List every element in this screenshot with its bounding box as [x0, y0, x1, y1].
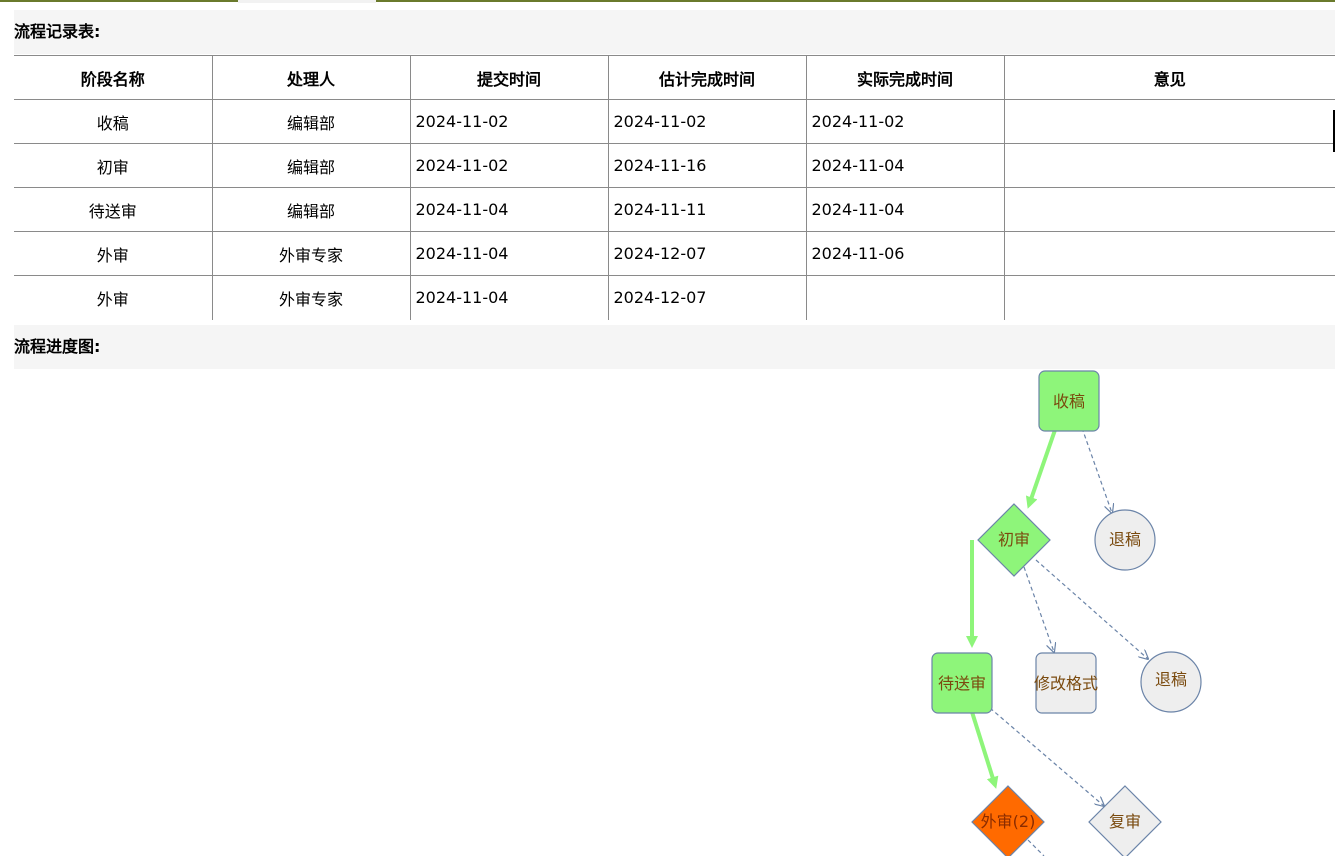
node-label-initial-review: 初审	[998, 530, 1030, 549]
cell-submit-time: 2024-11-04	[409, 275, 608, 320]
node-border-re-review	[1088, 785, 1162, 856]
node-label-external-review: 外审(2)	[981, 812, 1036, 831]
node-shape-reject-2	[1141, 652, 1201, 712]
cell-estimated-time: 2024-12-07	[607, 231, 806, 276]
cell-opinion	[1003, 187, 1335, 232]
node-shape-external-review	[972, 786, 1044, 856]
header-estimated-time: 估计完成时间	[607, 55, 806, 100]
cell-submit-time: 2024-11-02	[409, 99, 608, 144]
header-actual-time: 实际完成时间	[805, 55, 1004, 100]
edge-send-pending-to-external-review	[970, 711, 999, 789]
node-shape-modify-format	[1036, 653, 1096, 713]
process-record-table: 阶段名称 处理人 提交时间 估计完成时间 实际完成时间 意见 收稿 编辑部 20…	[14, 55, 1335, 320]
cell-estimated-time: 2024-11-16	[607, 143, 806, 188]
cell-handler: 编辑部	[211, 143, 410, 188]
cell-submit-time: 2024-11-04	[409, 187, 608, 232]
cell-estimated-time: 2024-12-07	[607, 275, 806, 320]
cell-actual-time: 2024-11-04	[805, 143, 1004, 188]
flow-node-external-review[interactable]: 外审(2)	[971, 785, 1045, 856]
header-handler: 处理人	[211, 55, 410, 100]
flow-node-initial-review[interactable]: 初审	[977, 503, 1051, 577]
node-shape-reject-1	[1095, 510, 1155, 570]
edge-receive-to-initial-review	[1025, 429, 1057, 509]
edge-initial-review-to-reject	[1035, 559, 1148, 659]
cell-estimated-time: 2024-11-02	[607, 99, 806, 144]
cell-stage: 外审	[14, 231, 212, 276]
node-label-re-review: 复审	[1109, 812, 1141, 831]
node-label-reject-2: 退稿	[1155, 670, 1187, 689]
cell-actual-time	[805, 275, 1004, 320]
table-row: 收稿 编辑部 2024-11-02 2024-11-02 2024-11-02	[14, 99, 1335, 144]
node-label-receive: 收稿	[1053, 392, 1085, 411]
node-shape-send-pending	[932, 653, 992, 713]
cell-stage: 外审	[14, 275, 212, 320]
node-border-receive	[1038, 370, 1100, 432]
cell-stage: 初审	[14, 143, 212, 188]
cell-handler: 编辑部	[211, 187, 410, 232]
edge-initial-review-to-modify-format	[1023, 566, 1054, 652]
node-border-reject-2	[1140, 651, 1202, 713]
record-section-title: 流程记录表:	[14, 10, 1335, 54]
cell-opinion	[1003, 143, 1335, 188]
cell-handler: 编辑部	[211, 99, 410, 144]
flow-node-receive[interactable]: 收稿	[1038, 370, 1100, 432]
node-border-send-pending	[931, 652, 993, 714]
header-opinion: 意见	[1003, 55, 1335, 100]
cell-handler: 外审专家	[211, 275, 410, 320]
cell-actual-time: 2024-11-04	[805, 187, 1004, 232]
flow-node-reject-1[interactable]: 退稿	[1094, 509, 1156, 571]
node-border-reject-1	[1094, 509, 1156, 571]
node-border-external-review	[971, 785, 1045, 856]
edge-receive-to-reject	[1081, 427, 1112, 513]
cell-stage: 收稿	[14, 99, 212, 144]
header-submit-time: 提交时间	[409, 55, 608, 100]
cell-stage: 待送审	[14, 187, 212, 232]
top-border	[0, 0, 1335, 2]
cell-submit-time: 2024-11-04	[409, 231, 608, 276]
header-stage-name: 阶段名称	[14, 55, 212, 100]
flow-node-modify-format[interactable]: 修改格式	[1034, 652, 1098, 714]
cell-estimated-time: 2024-11-11	[607, 187, 806, 232]
flow-node-send-pending[interactable]: 待送审	[931, 652, 993, 714]
edge-external-review-continue	[1027, 839, 1045, 856]
node-border-modify-format	[1035, 652, 1097, 714]
active-tab-indicator	[238, 0, 376, 3]
cell-submit-time: 2024-11-02	[409, 143, 608, 188]
flow-node-re-review[interactable]: 复审	[1088, 785, 1162, 856]
cell-actual-time: 2024-11-06	[805, 231, 1004, 276]
cell-actual-time: 2024-11-02	[805, 99, 1004, 144]
table-row: 初审 编辑部 2024-11-02 2024-11-16 2024-11-04	[14, 143, 1335, 188]
table-row: 外审 外审专家 2024-11-04 2024-12-07 2024-11-06	[14, 231, 1335, 276]
cell-handler: 外审专家	[211, 231, 410, 276]
node-shape-receive	[1039, 371, 1099, 431]
cell-opinion	[1003, 99, 1335, 144]
node-border-initial-review	[977, 503, 1051, 577]
cell-opinion	[1003, 231, 1335, 276]
table-row: 待送审 编辑部 2024-11-04 2024-11-11 2024-11-04	[14, 187, 1335, 232]
progress-section-title: 流程进度图:	[14, 325, 1335, 369]
process-flow-chart: 收稿 退稿 初审 待送审 修改格式 退稿 外审(2) 复审	[931, 370, 1202, 856]
cell-opinion	[1003, 275, 1335, 320]
table-header-row: 阶段名称 处理人 提交时间 估计完成时间 实际完成时间 意见	[14, 55, 1335, 100]
node-label-modify-format: 修改格式	[1034, 674, 1098, 693]
flow-node-reject-2[interactable]: 退稿	[1140, 651, 1202, 713]
node-label-send-pending: 待送审	[938, 674, 986, 693]
table-row: 外审 外审专家 2024-11-04 2024-12-07	[14, 275, 1335, 320]
node-label-reject-1: 退稿	[1109, 530, 1141, 549]
scrollbar-edge	[1333, 110, 1335, 152]
node-shape-re-review	[1089, 786, 1161, 856]
